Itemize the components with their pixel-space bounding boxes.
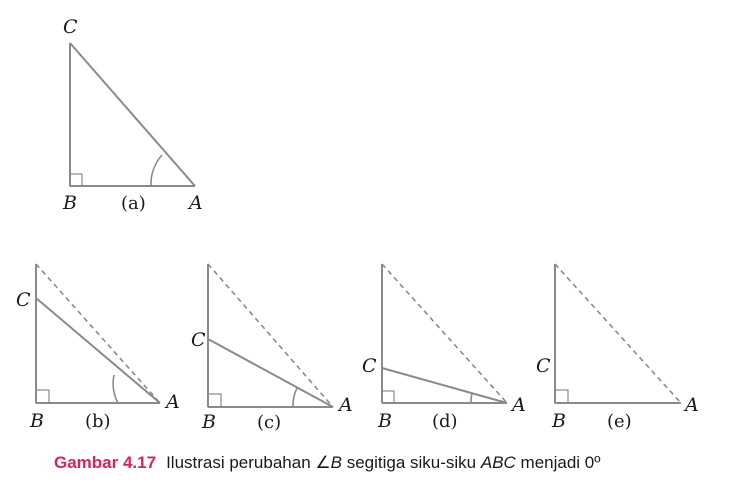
vertex-c-label: C (191, 329, 206, 351)
original-hypotenuse (207, 263, 334, 408)
vertex-c-label: C (536, 355, 551, 377)
panel-label: (c) (257, 412, 281, 433)
original-hypotenuse (35, 263, 161, 404)
hypotenuse-ca (207, 338, 334, 408)
caption-text-3: menjadi 0º (515, 453, 601, 472)
angle-arc-a (112, 374, 119, 404)
panel-label: (e) (607, 411, 632, 432)
panel-c: C B A (c) (191, 263, 353, 433)
vertex-a-label: A (510, 394, 526, 416)
caption-text-2: segitiga siku-siku (341, 453, 481, 472)
angle-arc-a (150, 154, 163, 187)
right-angle-marker (35, 389, 50, 404)
vertex-b-label: B (201, 411, 216, 433)
triangle-figure: C B A (a) C B A (b) C B (16, 16, 699, 433)
hypotenuse-ca (35, 297, 161, 404)
angle-arc-a (292, 387, 298, 408)
panel-e: C B A (e) (536, 263, 699, 432)
hypotenuse-ca (381, 367, 508, 404)
caption-angle-b: B (330, 453, 342, 472)
right-angle-marker (381, 390, 395, 404)
panel-label: (b) (85, 411, 111, 432)
hypotenuse-ca (69, 42, 196, 187)
original-hypotenuse (381, 263, 508, 404)
caption-abc: ABC (480, 453, 516, 472)
vertex-a-label: A (337, 394, 353, 416)
vertex-b-label: B (551, 410, 566, 432)
panel-label: (d) (432, 411, 458, 432)
angle-arc-a (470, 392, 473, 404)
vertex-a-label: A (683, 394, 699, 416)
right-angle-marker (554, 389, 569, 404)
caption-text-1: Ilustrasi perubahan ∠ (166, 453, 331, 472)
vertex-a-label: A (187, 192, 203, 214)
vertex-c-label: C (63, 16, 78, 38)
figure-caption: Gambar 4.17 Ilustrasi perubahan ∠B segiti… (54, 453, 600, 473)
vertex-b-label: B (29, 410, 44, 432)
panel-label: (a) (121, 193, 146, 214)
right-angle-marker (207, 393, 222, 408)
vertex-c-label: C (16, 289, 31, 311)
figure-number: Gambar 4.17 (54, 453, 157, 472)
panel-b: C B A (b) (16, 263, 180, 432)
vertex-b-label: B (62, 192, 77, 214)
panel-a: C B A (a) (62, 16, 203, 214)
original-hypotenuse (554, 263, 682, 404)
vertex-a-label: A (164, 391, 180, 413)
vertex-c-label: C (362, 355, 377, 377)
vertex-b-label: B (377, 410, 392, 432)
right-angle-marker (69, 173, 83, 187)
panel-d: C B A (d) (362, 263, 526, 432)
